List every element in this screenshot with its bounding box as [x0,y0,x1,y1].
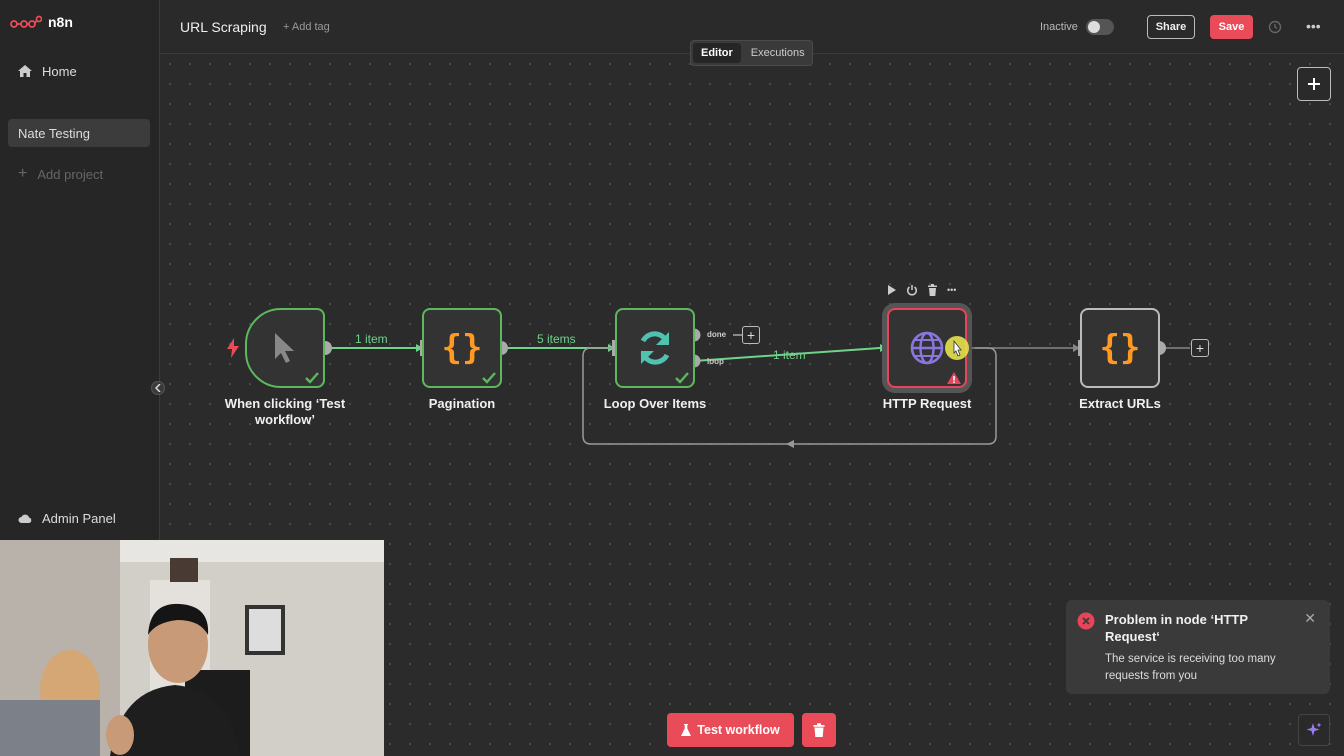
ai-assistant-button[interactable] [1298,714,1330,746]
active-status-label: Inactive [1040,21,1078,33]
n8n-logo-icon [10,15,42,28]
node-label: When clicking ‘Test workflow’ [224,396,346,427]
code-braces-icon: {} [1099,328,1141,368]
port-label-loop: loop [707,357,724,366]
add-node-button[interactable] [1297,67,1331,101]
sidebar-item-label: Home [42,63,77,79]
checkmark-icon [482,372,496,384]
warning-icon [947,372,961,384]
webcam-video-image [0,540,384,756]
workflow-title[interactable]: URL Scraping [180,19,267,35]
save-button[interactable]: Save [1210,15,1253,39]
share-button[interactable]: Share [1147,15,1195,39]
node-manual-trigger[interactable] [245,308,325,388]
edge-label: 1 item [773,348,806,362]
code-braces-icon: {} [441,328,483,368]
sidebar-item-label: Admin Panel [42,510,116,526]
trash-icon [813,723,825,737]
error-icon [1077,612,1095,630]
flask-icon [681,724,692,736]
toggle-knob [1088,21,1100,33]
tab-editor[interactable]: Editor [693,43,741,63]
sparkle-icon [1306,722,1322,736]
history-icon[interactable] [1268,20,1282,34]
sidebar-item-admin-panel[interactable]: Admin Panel [8,504,150,532]
home-icon [18,65,32,77]
sidebar-item-label: Add project [37,166,104,182]
node-label: HTTP Request [882,396,972,411]
sidebar-item-label: Nate Testing [18,125,91,141]
more-options-icon[interactable]: ••• [947,285,957,295]
n8n-logo[interactable]: n8n [10,14,73,30]
node-toolbar: ••• [887,284,956,296]
edge-label: 1 item [355,332,388,346]
cursor-icon [275,333,294,363]
trash-icon[interactable] [927,284,938,296]
webcam-overlay [0,540,384,756]
port-label-done: done [707,330,727,339]
sidebar-item-home[interactable]: Home [8,57,150,85]
tab-executions[interactable]: Executions [750,47,805,59]
node-pagination[interactable]: {} [422,308,502,388]
clear-execution-button[interactable] [802,713,836,747]
plus-icon: + [18,165,28,182]
chevron-left-icon [155,384,161,392]
edge-loop-http[interactable] [693,347,881,362]
test-workflow-button[interactable]: Test workflow [667,713,794,747]
sidebar-item-project[interactable]: Nate Testing [8,119,150,147]
lightning-icon [227,338,239,358]
node-label: Pagination [428,396,496,411]
app-name: n8n [48,14,73,30]
node-label: Loop Over Items [603,396,707,411]
toast-message: The service is receiving too many reques… [1105,653,1276,682]
node-loop-over-items[interactable] [615,308,695,388]
add-tag-link[interactable]: + Add tag [283,21,330,33]
checkmark-icon [305,372,319,384]
cloud-icon [18,514,32,523]
close-icon[interactable]: ✕ [1304,610,1316,626]
collapse-sidebar-button[interactable] [151,381,165,395]
add-node-after-done-button[interactable]: + [742,326,760,344]
power-icon[interactable] [906,284,918,296]
test-workflow-label: Test workflow [697,723,780,737]
mouse-cursor-icon [945,336,969,360]
error-toast: Problem in node ‘HTTP Request‘ The servi… [1066,600,1330,694]
edge-label: 5 items [537,332,576,346]
loop-arrows-icon [640,331,670,365]
active-toggle[interactable] [1086,19,1114,35]
node-label: Extract URLs [1079,396,1161,411]
more-options-icon[interactable]: ••• [1306,18,1321,34]
node-extract-urls[interactable]: {} [1080,308,1160,388]
mode-switch: Editor Executions [690,40,813,66]
play-icon[interactable] [887,284,897,296]
toast-title: Problem in node ‘HTTP Request‘ [1105,612,1248,644]
plus-icon [1308,78,1320,90]
checkmark-icon [675,372,689,384]
globe-icon [910,331,944,365]
sidebar-item-add-project[interactable]: + Add project [8,160,150,188]
add-node-after-extract-button[interactable]: + [1191,339,1209,357]
